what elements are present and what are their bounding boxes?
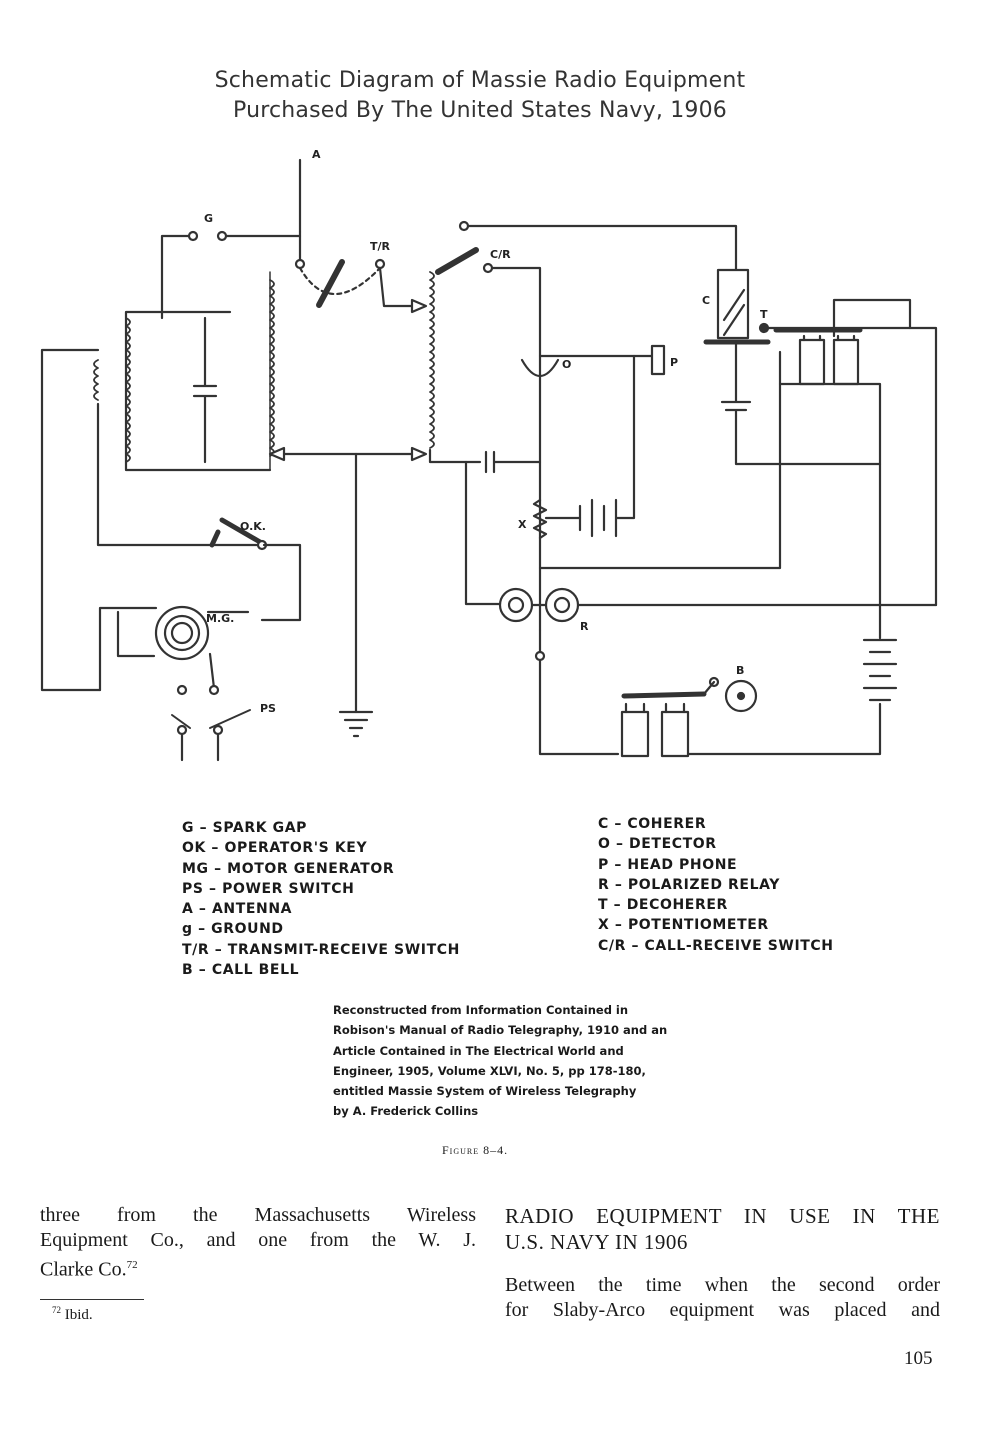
- operators-key: [209, 517, 263, 548]
- motor-generator: [98, 605, 250, 692]
- legend-item: R – POLARIZED RELAY: [598, 876, 780, 893]
- body-line-1: Between the time when the second order: [505, 1274, 940, 1296]
- left-line-3: Clarke Co.: [40, 1258, 127, 1281]
- section-heading: RADIO EQUIPMENT IN USE IN THE U.S. NAVY …: [505, 1203, 940, 1255]
- battery-detector: [578, 354, 636, 538]
- body-paragraph: Between the time when the second order f…: [505, 1273, 940, 1323]
- heading-line-1: RADIO EQUIPMENT IN USE IN THE: [505, 1204, 940, 1228]
- legend-item: g – GROUND: [182, 921, 284, 938]
- reconstruction-credit: Reconstructed from Information Contained…: [333, 1000, 667, 1122]
- head-phone: [650, 344, 666, 376]
- credit-line: entitled Massie System of Wireless Teleg…: [333, 1084, 637, 1099]
- label-r: R: [580, 620, 589, 633]
- power-switch: [171, 709, 251, 729]
- left-line-3-wrap: Clarke Co.72: [40, 1253, 476, 1283]
- schematic-diagram: A G T/R C/R C T O P X R B O.K. M.G. PS: [40, 148, 938, 762]
- potentiometer: [532, 498, 548, 540]
- label-mg: M.G.: [206, 612, 234, 625]
- footnote: 72 Ibid.: [52, 1305, 93, 1324]
- label-tr: T/R: [370, 240, 391, 253]
- legend-item: P – HEAD PHONE: [598, 856, 738, 873]
- legend-item: C – COHERER: [598, 816, 707, 832]
- detector: [520, 358, 560, 378]
- legend-item: O – DETECTOR: [598, 836, 717, 853]
- primary-coil-left: [124, 310, 272, 472]
- footnote-divider: [40, 1299, 144, 1300]
- legend-item: C/R – CALL-RECEIVE SWITCH: [598, 937, 834, 954]
- page-number: 105: [904, 1348, 933, 1369]
- condenser-primary: [192, 316, 218, 464]
- legend-item: T – DECOHERER: [598, 897, 728, 914]
- label-t: T: [760, 308, 768, 321]
- legend-left: G – SPARK GAP OK – OPERATOR'S KEY MG – M…: [182, 818, 460, 980]
- legend-item: MG – MOTOR GENERATOR: [182, 860, 395, 877]
- label-a: A: [312, 148, 321, 161]
- battery-main: [862, 603, 898, 702]
- ground-wire: [280, 452, 358, 714]
- call-bell-armature: [621, 691, 707, 699]
- credit-line: by A. Frederick Collins: [333, 1104, 479, 1119]
- credit-line: Reconstructed from Information Contained…: [333, 1003, 629, 1017]
- label-c: C: [702, 294, 710, 307]
- call-bell: [724, 679, 758, 713]
- left-line-2: Equipment Co., and one from the W. J.: [40, 1229, 476, 1251]
- left-line-1: three from the Massachusetts Wireless: [40, 1204, 476, 1226]
- credit-line: Engineer, 1905, Volume XLVI, No. 5, pp 1…: [333, 1063, 646, 1078]
- footnote-ref: 72: [126, 1259, 138, 1271]
- coherer: [716, 268, 750, 340]
- legend-item: PS – POWER SWITCH: [182, 880, 355, 897]
- legend-item: B – CALL BELL: [182, 962, 300, 979]
- right-column: RADIO EQUIPMENT IN USE IN THE U.S. NAVY …: [505, 1203, 940, 1323]
- left-column: three from the Massachusetts Wireless Eq…: [40, 1203, 476, 1283]
- label-p: P: [670, 356, 678, 369]
- label-ok: O.K.: [240, 520, 266, 533]
- label-ps: PS: [260, 702, 276, 715]
- heading-line-2: U.S. NAVY IN 1906: [505, 1230, 688, 1254]
- credit-line: Robison's Manual of Radio Telegraphy, 19…: [333, 1023, 668, 1038]
- diagram-title-line1: Schematic Diagram of Massie Radio Equipm…: [214, 68, 746, 93]
- footnote-text: Ibid.: [61, 1307, 93, 1323]
- cr-switch-arm: [435, 247, 479, 275]
- legend-item: G – SPARK GAP: [182, 820, 308, 836]
- legend-item: A – ANTENNA: [182, 901, 293, 918]
- polarized-relay: [498, 350, 938, 623]
- label-cr: C/R: [490, 248, 511, 261]
- credit-line: Article Contained in The Electrical Worl…: [333, 1043, 624, 1058]
- legend-item: T/R – TRANSMIT-RECEIVE SWITCH: [182, 941, 460, 958]
- condenser-secondary: [464, 450, 542, 606]
- legend-item: X – POTENTIOMETER: [598, 917, 769, 934]
- label-b: B: [736, 664, 744, 677]
- body-line-2: for Slaby-Arco equipment was placed and: [505, 1299, 940, 1321]
- footnote-mark: 72: [52, 1305, 61, 1315]
- tr-switch-arm: [316, 259, 345, 308]
- ground-symbol: [338, 710, 374, 738]
- label-o: O: [562, 358, 571, 371]
- label-x: X: [518, 518, 527, 531]
- spark-gap: [160, 234, 302, 320]
- diagram-title-line2: Purchased By The United States Navy, 190…: [233, 98, 727, 123]
- legend-right: C – COHERER O – DETECTOR P – HEAD PHONE …: [598, 814, 834, 956]
- legend-item: OK – OPERATOR'S KEY: [182, 840, 368, 857]
- figure-caption: Figure 8–4.: [442, 1143, 509, 1157]
- label-g: G: [204, 212, 213, 225]
